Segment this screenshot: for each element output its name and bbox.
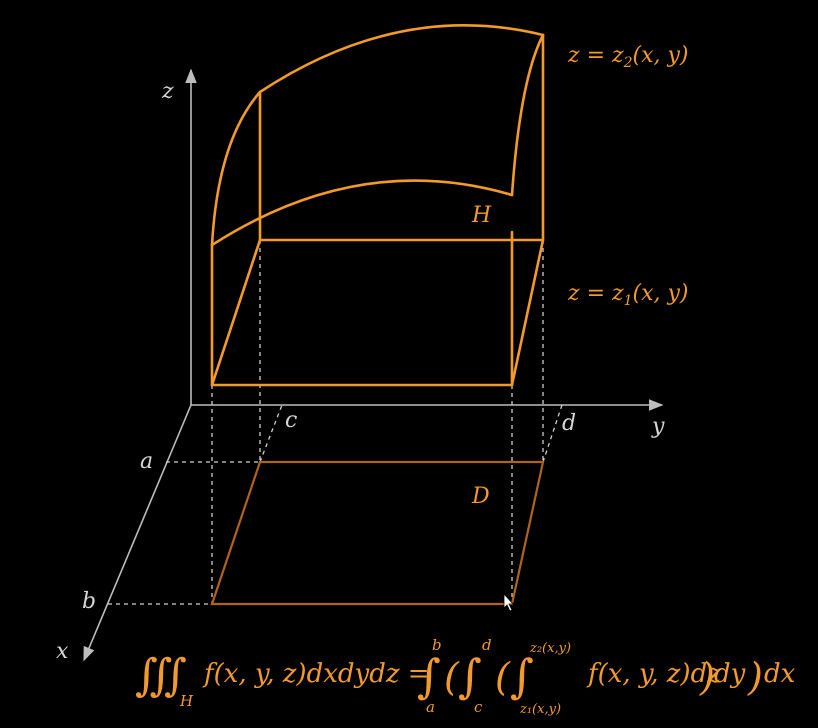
upper-surface-label: z = z2(x, y)	[567, 43, 689, 71]
middle-upper-limit: d	[482, 636, 492, 654]
close-paren-outer: )	[747, 655, 763, 699]
z-axis-label: z	[161, 79, 174, 104]
region-h-label: H	[471, 203, 492, 228]
dx-differential: dx	[764, 659, 796, 689]
x-axis	[83, 404, 192, 662]
inner-upper-limit: z₂(x,y)	[529, 641, 571, 656]
domain-subscript: H	[179, 692, 194, 710]
outer-integral-sign: ∫	[417, 649, 441, 703]
inner-lower-limit: z₁(x,y)	[519, 702, 561, 717]
limit-a-label: a	[140, 449, 153, 474]
triple-integral-formula: ∭ H f(x, y, z)dxdydz = ∫ b a ( ∫ d c ( ∫…	[135, 636, 796, 717]
limit-d-label: d	[562, 411, 576, 436]
middle-integral-sign: ∫	[458, 649, 482, 703]
lower-surface-label: z = z1(x, y)	[567, 281, 689, 309]
limit-b-label: b	[82, 589, 96, 614]
region-d-label: D	[471, 484, 490, 509]
y-axis-label: y	[651, 414, 665, 439]
close-paren-inner: )	[699, 655, 715, 699]
mouse-cursor-icon	[503, 592, 514, 612]
inner-integrand: f(x, y, z)dz	[586, 659, 721, 689]
limit-c-label: c	[285, 408, 297, 433]
x-axis-label: x	[56, 639, 69, 664]
solid-h	[210, 24, 545, 387]
triple-integral-sign: ∭	[135, 650, 187, 701]
outer-lower-limit: a	[426, 698, 435, 716]
open-paren-outer: (	[444, 655, 460, 699]
projection-lines	[108, 240, 563, 605]
dy-differential: dy	[714, 659, 746, 689]
outer-upper-limit: b	[432, 636, 442, 654]
inner-integral-sign: ∫	[510, 649, 534, 703]
middle-lower-limit: c	[474, 698, 483, 716]
region-d-outline	[210, 460, 545, 606]
lhs-integrand: f(x, y, z)dxdydz =	[202, 659, 430, 689]
open-paren-inner: (	[495, 655, 511, 699]
